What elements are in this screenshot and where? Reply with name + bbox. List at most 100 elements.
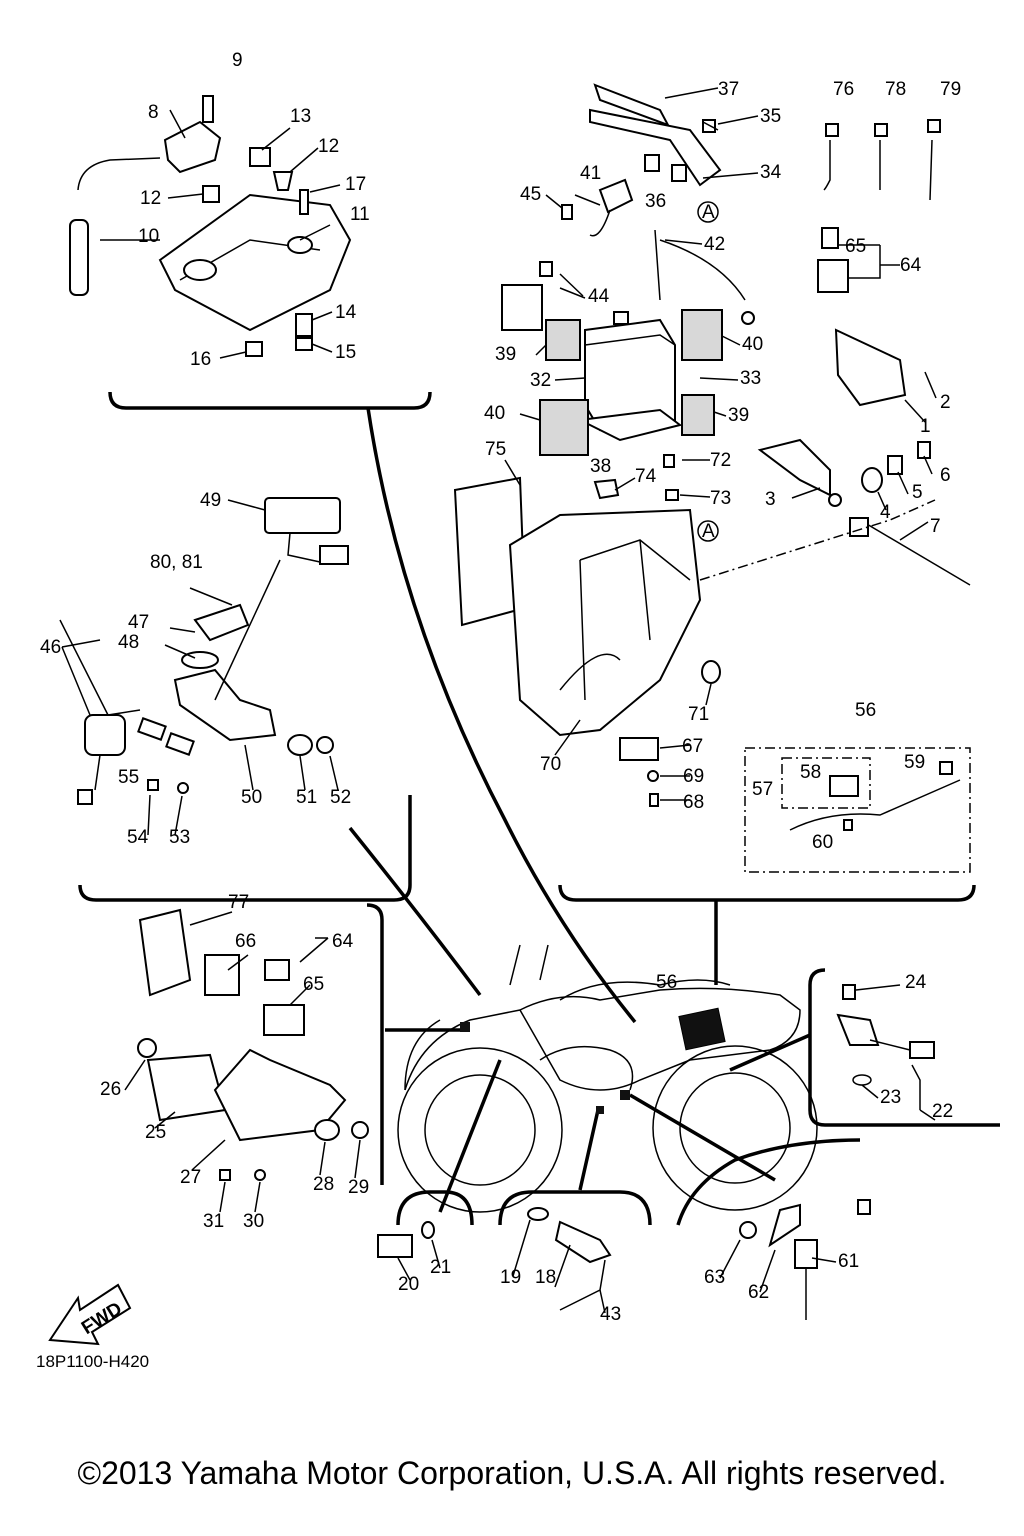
part-label: 67 xyxy=(682,736,703,757)
part-label: 79 xyxy=(940,79,961,100)
part-label: 65 xyxy=(303,974,324,995)
part-label: 39 xyxy=(495,344,516,365)
part-label: 27 xyxy=(180,1167,201,1188)
part-label: 12 xyxy=(318,136,339,157)
part-labels: 1 2 3 4 5 6 7 8 9 10 11 12 12 13 14 15 1… xyxy=(40,50,961,1325)
part-label: 71 xyxy=(688,704,709,725)
battery-group xyxy=(501,83,971,807)
part-label: 80, 81 xyxy=(150,552,203,573)
part-label: 63 xyxy=(704,1267,725,1288)
part-label: 56 xyxy=(656,972,677,993)
ref-marker-box: A xyxy=(702,521,715,542)
part-label: 42 xyxy=(704,234,725,255)
part-label: 43 xyxy=(600,1304,621,1325)
part-label: 4 xyxy=(880,502,891,523)
part-label: 66 xyxy=(235,931,256,952)
part-label: 2 xyxy=(940,392,951,413)
part-label: 19 xyxy=(500,1267,521,1288)
part-label: 17 xyxy=(345,174,366,195)
part-label: 25 xyxy=(145,1122,166,1143)
part-label: 32 xyxy=(530,370,551,391)
part-label: 44 xyxy=(588,286,610,307)
switch-group xyxy=(59,497,349,805)
part-label: 74 xyxy=(635,466,657,487)
part-label: 58 xyxy=(800,762,821,783)
part-label: 77 xyxy=(228,892,249,913)
part-label: 12 xyxy=(140,188,161,209)
part-label: 5 xyxy=(912,482,923,503)
part-label: 40 xyxy=(484,403,505,424)
part-label: 8 xyxy=(148,102,159,123)
atv-vehicle xyxy=(397,944,818,1213)
part-label: 49 xyxy=(200,490,221,511)
part-label: 72 xyxy=(710,450,731,471)
part-label: 69 xyxy=(683,766,704,787)
part-label: 35 xyxy=(760,106,781,127)
part-label: 57 xyxy=(752,779,773,800)
part-label: 51 xyxy=(296,787,317,808)
part-label: 48 xyxy=(118,632,139,653)
part-label: 36 xyxy=(645,191,666,212)
part-label: 16 xyxy=(190,349,211,370)
part-label: 37 xyxy=(718,79,739,100)
part-label: 26 xyxy=(100,1079,121,1100)
part-label: 59 xyxy=(904,752,925,773)
bottom-sensors xyxy=(377,1199,871,1320)
part-label: 34 xyxy=(760,162,782,183)
part-label: 78 xyxy=(885,79,906,100)
part-label: 31 xyxy=(203,1211,224,1232)
part-label: 6 xyxy=(940,465,951,486)
sensor-group-right xyxy=(836,984,935,1086)
label-leaders xyxy=(61,87,937,1314)
part-label: 70 xyxy=(540,754,561,775)
rectifier-group xyxy=(137,908,369,1181)
part-label: 61 xyxy=(838,1251,859,1272)
part-label: 76 xyxy=(833,79,854,100)
part-label: 45 xyxy=(520,184,541,205)
part-label: 23 xyxy=(880,1087,901,1108)
part-label: 13 xyxy=(290,106,311,127)
battery-box xyxy=(453,201,719,737)
part-label: 68 xyxy=(683,792,704,813)
part-label: 28 xyxy=(313,1174,334,1195)
part-label: 65 xyxy=(845,236,866,257)
part-label: 54 xyxy=(127,827,149,848)
part-label: 33 xyxy=(740,368,761,389)
part-label: 30 xyxy=(243,1211,264,1232)
part-label: 55 xyxy=(118,767,139,788)
part-label: 1 xyxy=(920,416,931,437)
harness-callout xyxy=(744,747,971,873)
part-label: 39 xyxy=(728,405,749,426)
part-label: 53 xyxy=(169,827,190,848)
part-label: 46 xyxy=(40,637,61,658)
part-label: 22 xyxy=(932,1101,953,1122)
part-label: 41 xyxy=(580,163,601,184)
part-label: 38 xyxy=(590,456,611,477)
part-label: 47 xyxy=(128,612,149,633)
part-label: 10 xyxy=(138,226,159,247)
copyright-notice: ©2013 Yamaha Motor Corporation, U.S.A. A… xyxy=(77,1455,946,1491)
part-label: 73 xyxy=(710,488,731,509)
part-label: 9 xyxy=(232,50,243,71)
part-label: 40 xyxy=(742,334,763,355)
part-label: 62 xyxy=(748,1282,769,1303)
part-label: 56 xyxy=(855,700,876,721)
part-label: 29 xyxy=(348,1177,369,1198)
part-label: 18 xyxy=(535,1267,556,1288)
callout-frames xyxy=(78,391,1000,1226)
part-label: 15 xyxy=(335,342,356,363)
part-label: 64 xyxy=(900,255,922,276)
part-label: 75 xyxy=(485,439,506,460)
drawing-code: 18P1100-H420 xyxy=(36,1352,149,1371)
part-label: 20 xyxy=(398,1274,419,1295)
part-label: 11 xyxy=(350,204,370,225)
part-label: 7 xyxy=(930,516,941,537)
ignition-coil-group xyxy=(69,95,352,357)
part-label: 3 xyxy=(765,489,776,510)
part-label: 14 xyxy=(335,302,357,323)
part-label: 64 xyxy=(332,931,354,952)
part-label: 50 xyxy=(241,787,262,808)
part-label: 52 xyxy=(330,787,351,808)
fwd-arrow: FWD xyxy=(48,1283,132,1346)
